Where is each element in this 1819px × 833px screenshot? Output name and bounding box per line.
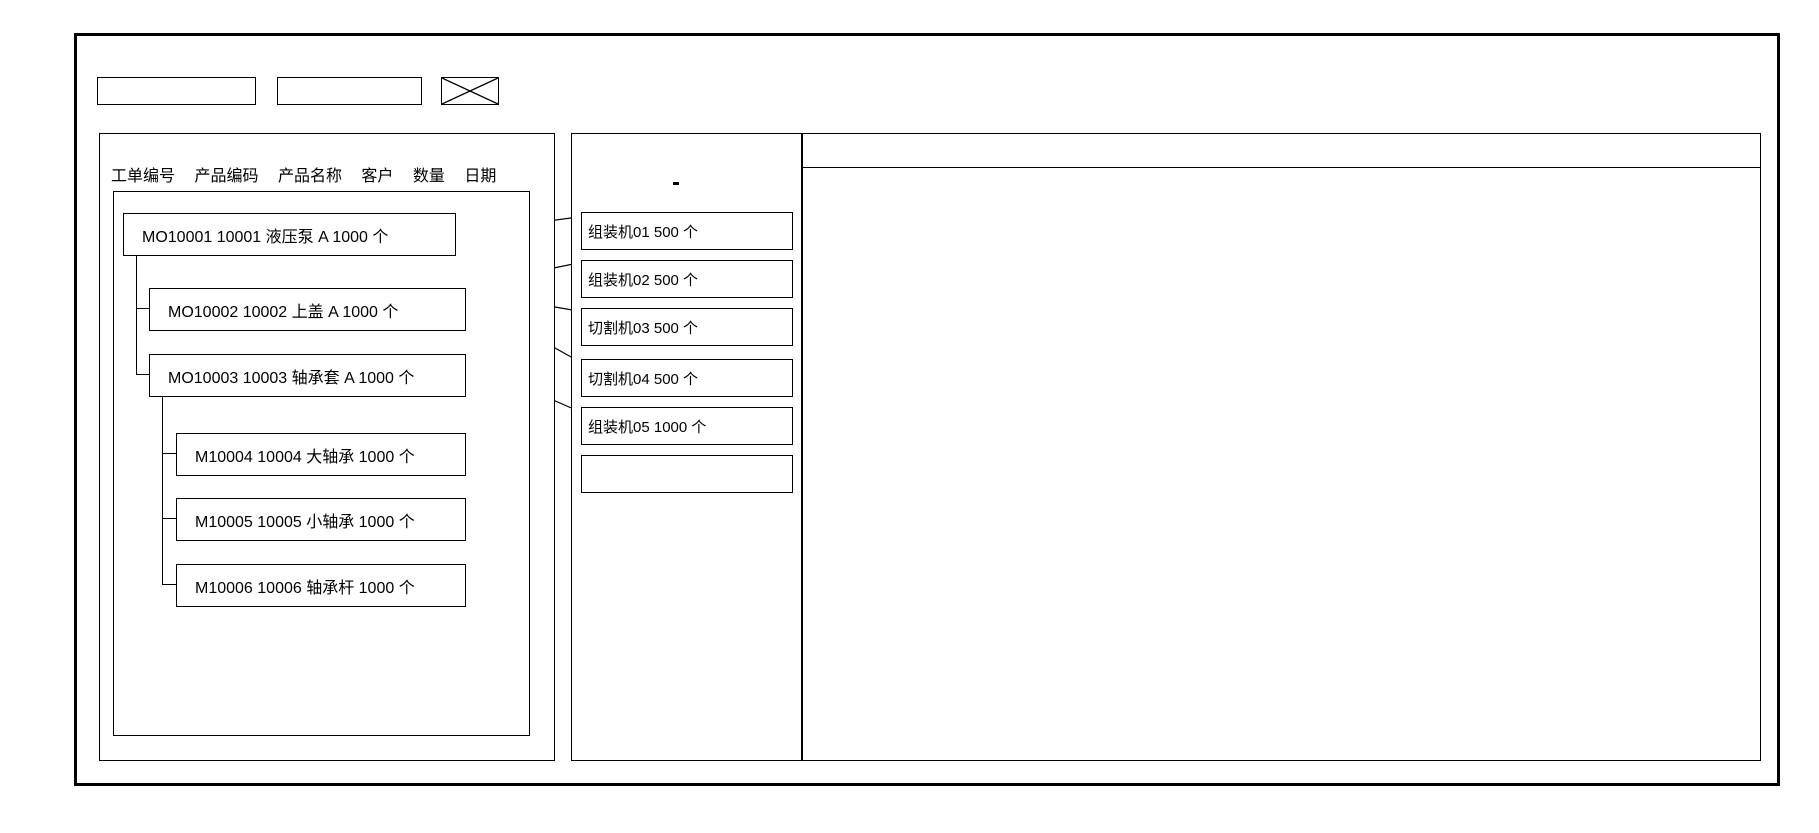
- machine-list-item[interactable]: 切割机04 500 个: [581, 359, 793, 397]
- toolbar: [77, 36, 1777, 116]
- work-order-tree-panel: 工单编号 产品编码 产品名称 客户 数量 日期 MO10001 10001 液压…: [99, 133, 555, 761]
- machine-list-item[interactable]: 组装机05 1000 个: [581, 407, 793, 445]
- cross-box-icon[interactable]: [441, 77, 499, 105]
- tree-row[interactable]: M10005 10005 小轴承 1000 个: [176, 498, 466, 541]
- toolbar-input-2[interactable]: [277, 77, 422, 105]
- column-header-customer: 客户: [361, 168, 394, 185]
- tree-column-headers: 工单编号 产品编码 产品名称 客户 数量 日期: [111, 162, 531, 186]
- tree-row[interactable]: MO10003 10003 轴承套 A 1000 个: [149, 354, 466, 397]
- column-header-quantity: 数量: [412, 168, 445, 185]
- panels-container: 工单编号 产品编码 产品名称 客户 数量 日期 MO10001 10001 液压…: [99, 133, 1761, 761]
- tree-row[interactable]: M10004 10004 大轴承 1000 个: [176, 433, 466, 476]
- column-header-date: 日期: [464, 168, 497, 185]
- work-order-tree-list[interactable]: MO10001 10001 液压泵 A 1000 个 MO10002 10002…: [113, 191, 530, 736]
- machine-list-item[interactable]: 组装机01 500 个: [581, 212, 793, 250]
- machine-list-item-empty[interactable]: [581, 455, 793, 493]
- tree-row-label: M10006 10006 轴承杆 1000 个: [195, 579, 415, 597]
- machine-list-item[interactable]: 切割机03 500 个: [581, 308, 793, 346]
- machine-list-item[interactable]: 组装机02 500 个: [581, 260, 793, 298]
- tree-row-label: MO10002 10002 上盖 A 1000 个: [168, 303, 399, 321]
- tree-row[interactable]: M10006 10006 轴承杆 1000 个: [176, 564, 466, 607]
- tree-connector-elbow: [136, 256, 149, 375]
- tree-row-label: M10005 10005 小轴承 1000 个: [195, 513, 415, 531]
- toolbar-input-1[interactable]: [97, 77, 256, 105]
- tree-row-label: MO10003 10003 轴承套 A 1000 个: [168, 369, 415, 387]
- tree-row[interactable]: MO10002 10002 上盖 A 1000 个: [149, 288, 466, 331]
- machine-item-label: 组装机02 500 个: [588, 271, 699, 289]
- detail-panel: [802, 133, 1761, 761]
- tree-row-label: M10004 10004 大轴承 1000 个: [195, 448, 415, 466]
- column-header-product-code: 产品编码: [194, 168, 259, 185]
- machine-item-label: 组装机01 500 个: [588, 223, 699, 241]
- machine-allocation-panel: 组装机01 500 个 组装机02 500 个 切割机03 500 个 切割机0…: [571, 133, 802, 761]
- machine-item-label: 组装机05 1000 个: [588, 418, 707, 436]
- application-window: 工单编号 产品编码 产品名称 客户 数量 日期 MO10001 10001 液压…: [74, 33, 1780, 786]
- dot-marker-icon: [673, 182, 679, 185]
- machine-item-label: 切割机04 500 个: [588, 370, 699, 388]
- machine-item-label: 切割机03 500 个: [588, 319, 699, 337]
- tree-row-label: MO10001 10001 液压泵 A 1000 个: [142, 228, 389, 246]
- detail-panel-header: [803, 134, 1760, 168]
- column-header-order-no: 工单编号: [111, 168, 176, 185]
- column-header-product-name: 产品名称: [277, 168, 342, 185]
- tree-row[interactable]: MO10001 10001 液压泵 A 1000 个: [123, 213, 456, 256]
- detail-panel-body[interactable]: [803, 168, 1760, 760]
- tree-connector-elbow: [162, 397, 189, 585]
